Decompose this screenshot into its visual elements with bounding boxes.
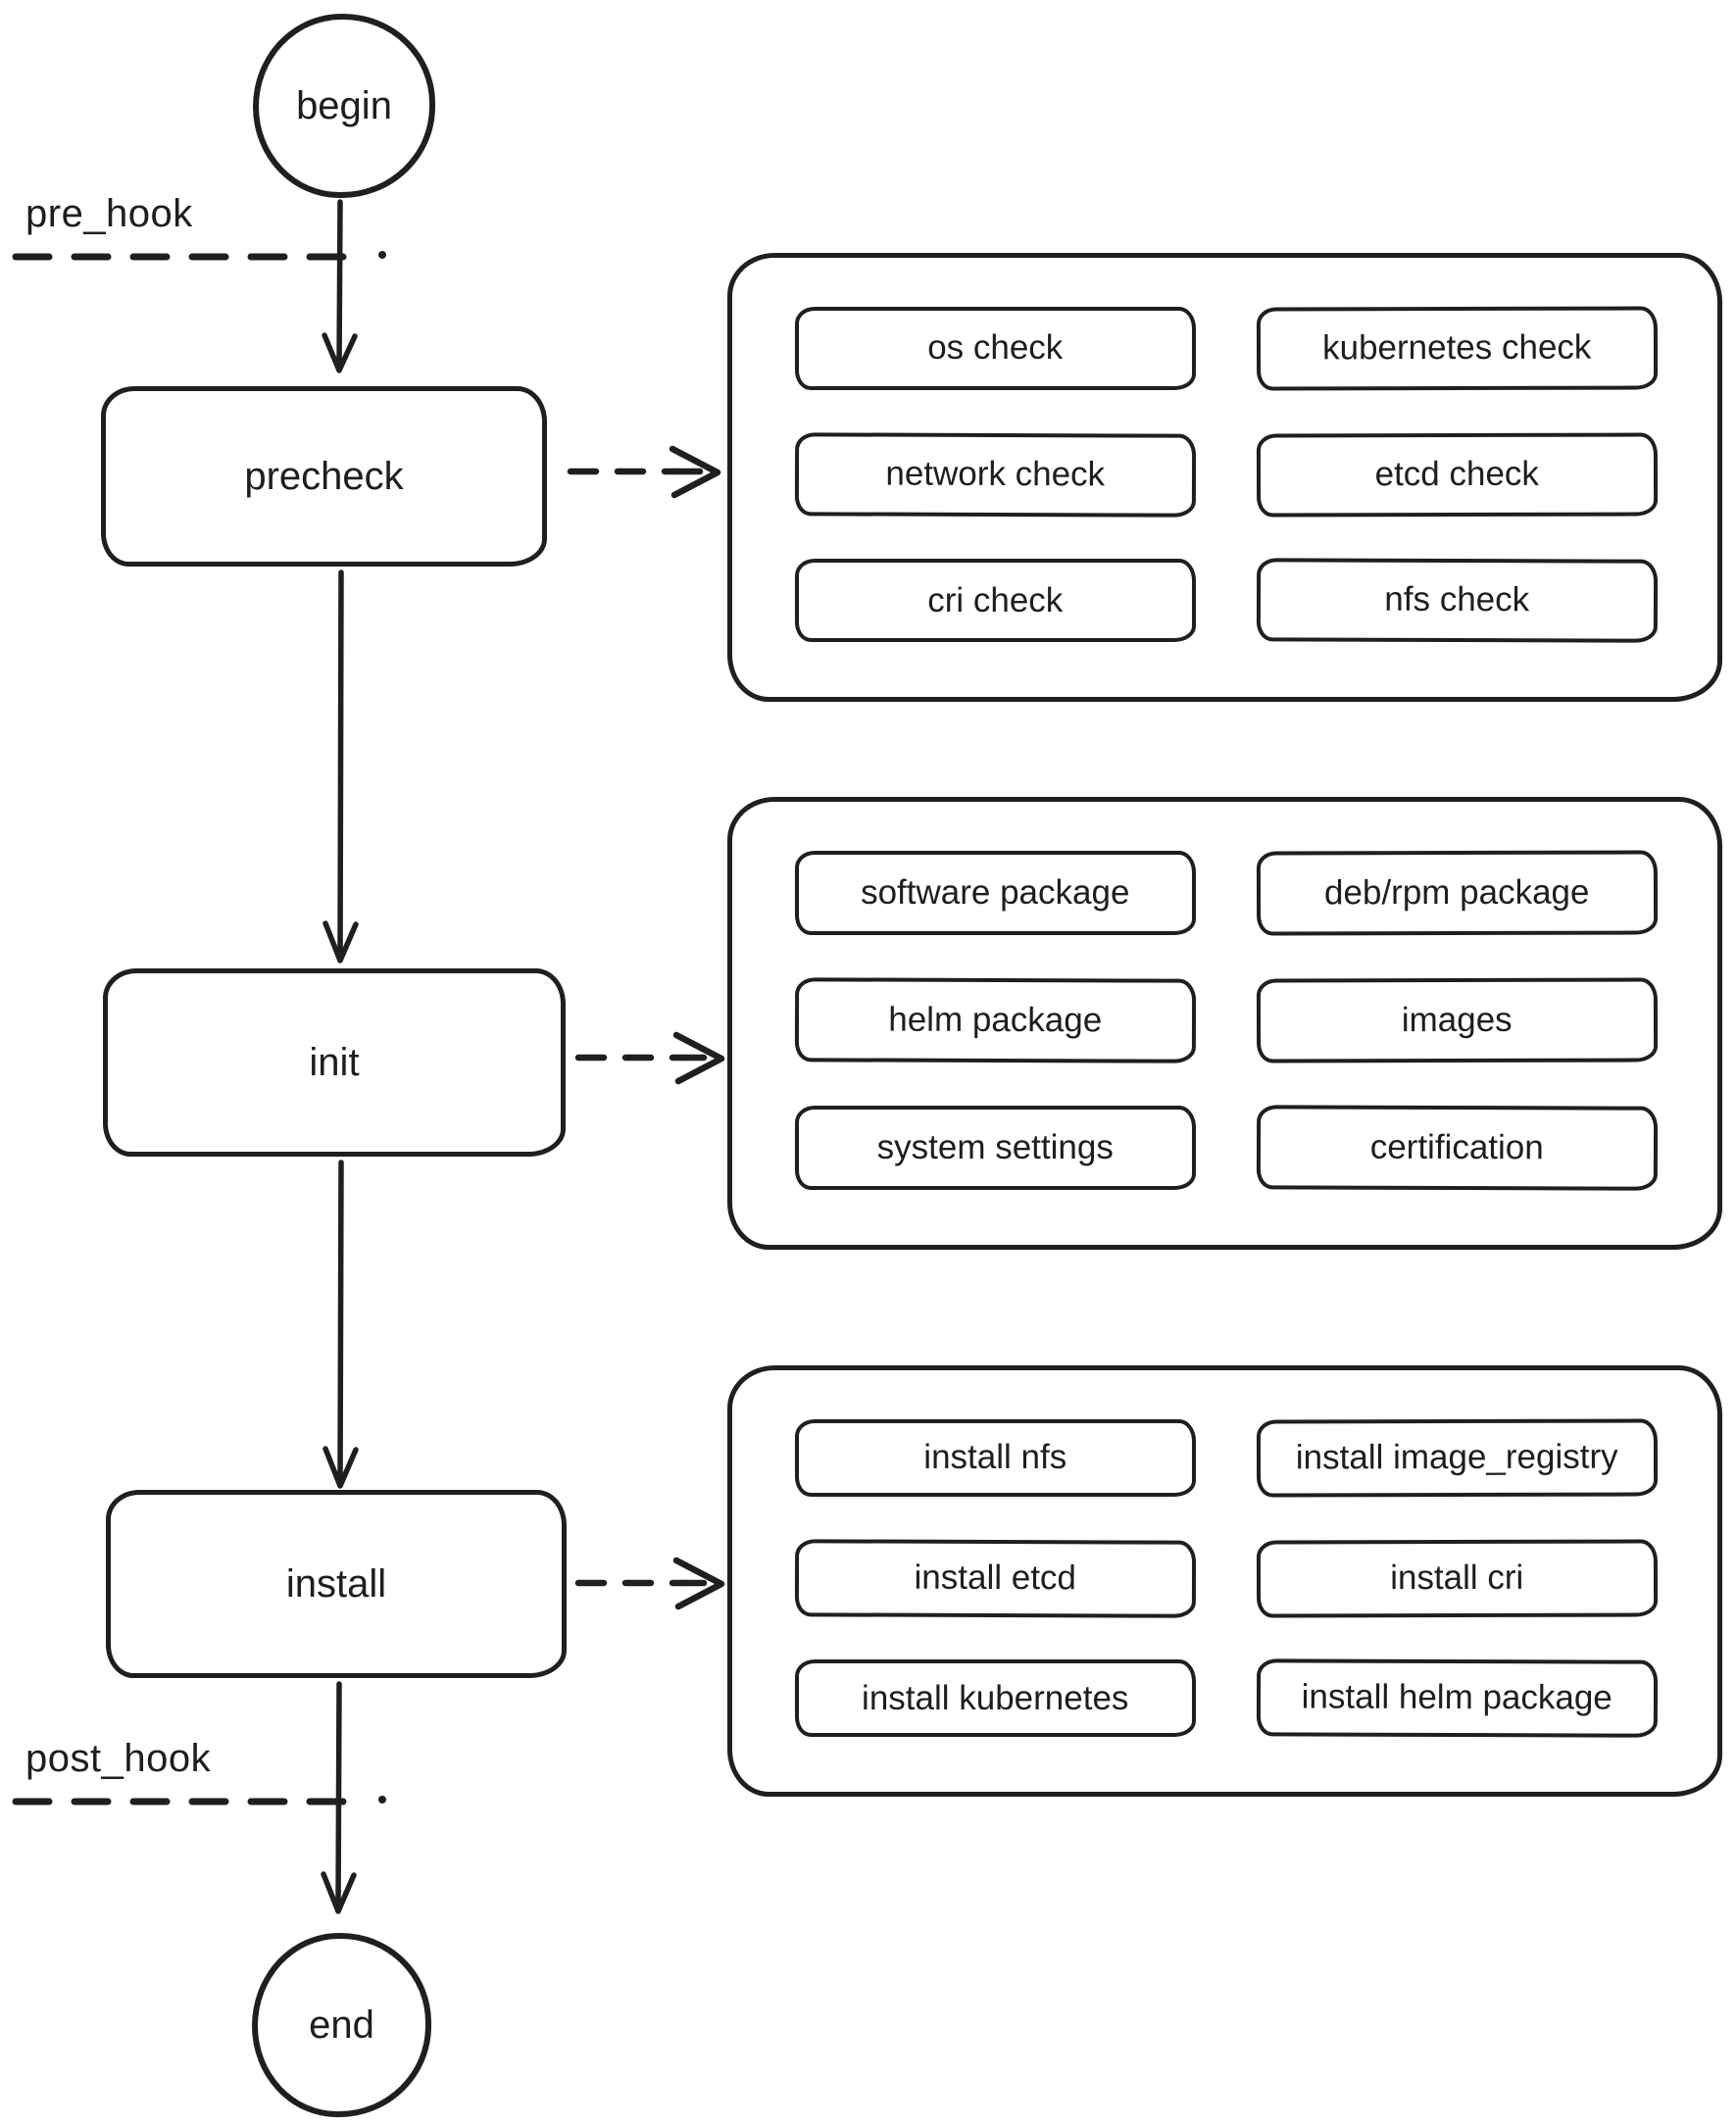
stage-init-label: init — [309, 1040, 360, 1084]
task-images: images — [1256, 977, 1658, 1063]
task-nfs-check: nfs check — [1256, 558, 1658, 643]
task-group-install: install nfs install image_registry insta… — [727, 1365, 1722, 1797]
end-node: end — [252, 1933, 431, 2117]
end-label: end — [309, 2002, 374, 2047]
task-group-init: software package deb/rpm package helm pa… — [727, 797, 1722, 1250]
arrow-init-to-install — [322, 1160, 359, 1489]
arrow-precheck-to-init — [322, 569, 359, 964]
task-os-check: os check — [795, 307, 1196, 390]
task-group-precheck: os check kubernetes check network check … — [727, 253, 1722, 702]
arrow-install-to-end — [321, 1681, 357, 1914]
dashed-arrow-precheck-tasks — [567, 445, 721, 499]
begin-label: begin — [296, 83, 392, 127]
stage-node-install: install — [106, 1490, 567, 1678]
post-hook-divider-line — [12, 1796, 386, 1805]
task-system-settings: system settings — [795, 1106, 1196, 1190]
task-deb-rpm-package: deb/rpm package — [1256, 850, 1658, 936]
task-certification: certification — [1256, 1105, 1658, 1191]
stage-install-label: install — [285, 1561, 387, 1606]
task-software-package: software package — [795, 851, 1196, 935]
task-install-kubernetes: install kubernetes — [795, 1659, 1196, 1737]
task-install-nfs: install nfs — [795, 1419, 1196, 1497]
task-helm-package: helm package — [794, 977, 1196, 1063]
pre-hook-divider-line — [12, 251, 386, 261]
task-network-check: network check — [794, 431, 1196, 518]
post-hook-label: post_hook — [25, 1737, 212, 1780]
task-install-image-registry: install image_registry — [1256, 1418, 1658, 1498]
arrow-begin-to-precheck — [322, 199, 358, 373]
task-install-cri: install cri — [1256, 1539, 1658, 1617]
stage-precheck-label: precheck — [244, 454, 404, 498]
task-kubernetes-check: kubernetes check — [1256, 306, 1658, 391]
task-install-etcd: install etcd — [794, 1538, 1196, 1618]
stage-node-init: init — [103, 968, 566, 1157]
begin-node: begin — [253, 14, 435, 198]
task-cri-check: cri check — [795, 559, 1196, 642]
task-install-helm-package: install helm package — [1256, 1658, 1658, 1738]
dashed-arrow-init-tasks — [574, 1031, 725, 1085]
dashed-arrow-install-tasks — [574, 1557, 725, 1610]
task-etcd-check: etcd check — [1256, 432, 1658, 517]
stage-node-precheck: precheck — [101, 386, 547, 567]
pre-hook-label: pre_hook — [25, 192, 193, 235]
